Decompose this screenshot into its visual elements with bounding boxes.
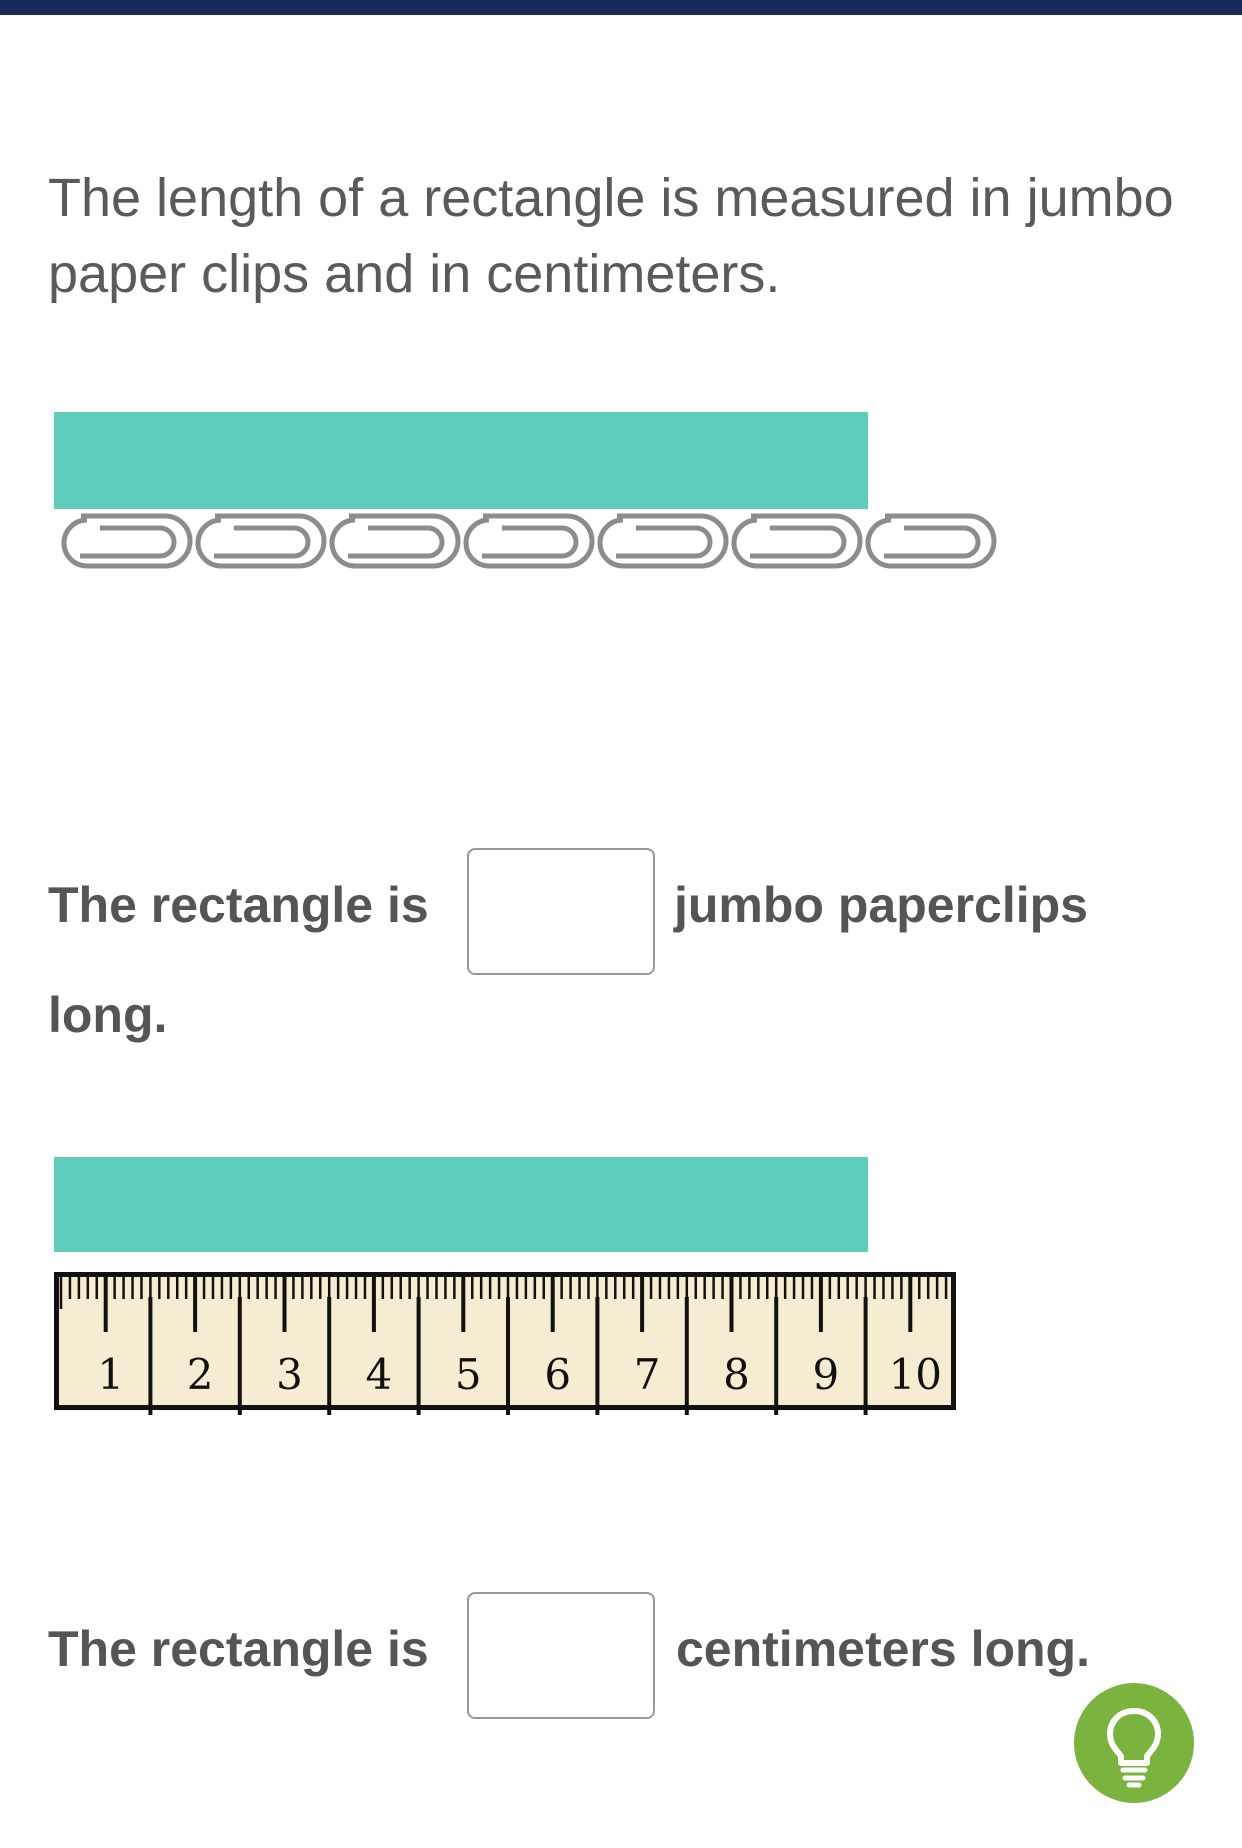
ruler-sentence-end: centimeters long. bbox=[676, 1621, 1090, 1677]
paperclip-row bbox=[61, 513, 997, 569]
lightbulb-icon bbox=[1107, 1708, 1161, 1788]
ruler-sentence-start: The rectangle is bbox=[48, 1621, 429, 1677]
paperclip-sentence-start: The rectangle is bbox=[48, 877, 429, 933]
paperclip-icon bbox=[865, 513, 997, 569]
centimeter-ruler: 1 2 3 4 5 6 7 8 9 10 bbox=[54, 1272, 956, 1415]
rectangle-ruler-measure bbox=[54, 1157, 868, 1252]
hint-button[interactable] bbox=[1074, 1683, 1194, 1803]
centimeter-answer-input[interactable] bbox=[467, 1592, 655, 1719]
paperclip-sentence-unit: jumbo paperclips bbox=[674, 877, 1088, 933]
paperclip-icon bbox=[597, 513, 729, 569]
paperclip-icon bbox=[61, 513, 193, 569]
paperclip-icon bbox=[195, 513, 327, 569]
paperclip-icon bbox=[329, 513, 461, 569]
ruler-label: 7 bbox=[633, 1350, 661, 1399]
ruler-label: 3 bbox=[276, 1350, 303, 1399]
ruler-label: 9 bbox=[812, 1350, 840, 1399]
header-bar bbox=[0, 0, 1242, 15]
paperclip-icon bbox=[731, 513, 863, 569]
ruler-tick-marks bbox=[59, 1277, 948, 1415]
ruler-label: 10 bbox=[888, 1350, 943, 1399]
ruler-label: 6 bbox=[544, 1350, 572, 1399]
ruler-label: 4 bbox=[365, 1350, 393, 1399]
rectangle-paperclip-measure bbox=[54, 412, 868, 509]
paperclip-icon bbox=[463, 513, 595, 569]
ruler-label: 8 bbox=[723, 1350, 750, 1399]
ruler-label: 1 bbox=[97, 1350, 125, 1399]
question-text: The length of a rectangle is measured in… bbox=[48, 168, 1174, 304]
paperclip-sentence-end: long. bbox=[48, 987, 168, 1043]
paperclip-answer-input[interactable] bbox=[467, 848, 655, 975]
ruler-label: 5 bbox=[454, 1350, 482, 1399]
ruler-label: 2 bbox=[186, 1350, 214, 1399]
